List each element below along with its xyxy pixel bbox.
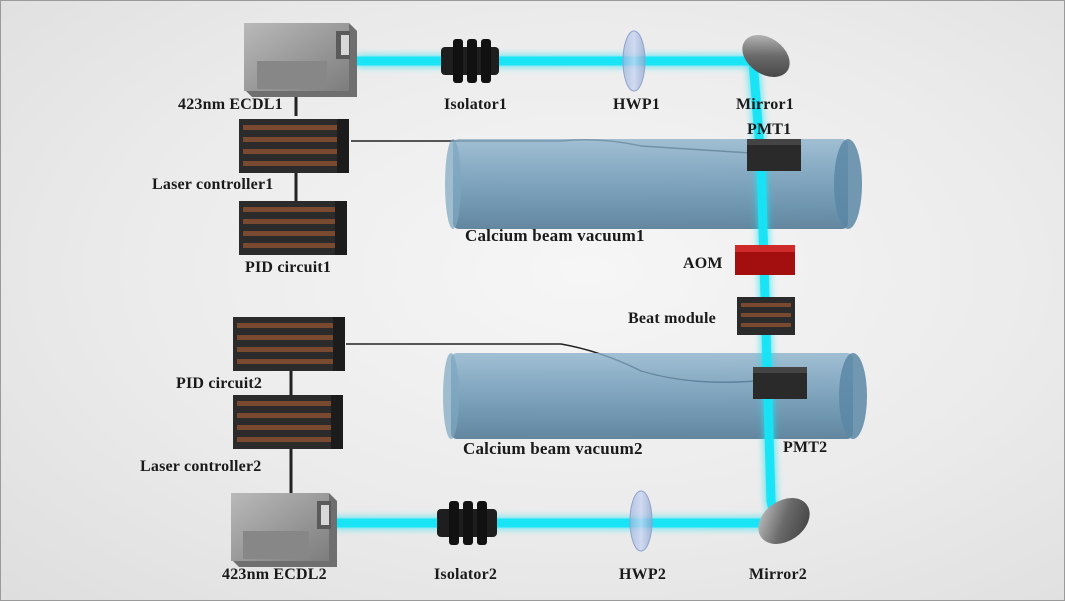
beat-module <box>737 297 795 335</box>
laser-controller-1-box <box>239 119 349 173</box>
label-pmt1: PMT1 <box>747 121 792 138</box>
label-laser-controller2: Laser controller2 <box>140 458 262 475</box>
pmt-1 <box>747 139 801 171</box>
label-pmt2: PMT2 <box>783 439 828 456</box>
label-hwp1: HWP1 <box>613 96 661 113</box>
label-isolator2: Isolator2 <box>434 566 498 583</box>
label-laser-controller1: Laser controller1 <box>152 176 274 193</box>
pid-circuit-2-box <box>233 317 345 371</box>
label-pid-circuit2: PID circuit2 <box>176 375 263 392</box>
mirror-1 <box>742 35 790 77</box>
hwp-1 <box>622 30 646 92</box>
pmt-2 <box>753 367 807 399</box>
label-aom: AOM <box>683 255 723 272</box>
laser-controller-2-box <box>233 395 343 449</box>
label-pid-circuit1: PID circuit1 <box>245 259 332 276</box>
label-beat-module: Beat module <box>628 310 716 327</box>
mirror-2 <box>758 498 810 544</box>
label-vacuum2: Calcium beam vacuum2 <box>463 439 643 458</box>
pid-circuit-1-box <box>239 201 347 255</box>
label-mirror2: Mirror2 <box>749 566 807 583</box>
label-hwp2: HWP2 <box>619 566 667 583</box>
label-isolator1: Isolator1 <box>444 96 508 113</box>
laser-ecdl1 <box>244 23 357 97</box>
label-vacuum1: Calcium beam vacuum1 <box>465 226 645 245</box>
vacuum-tube-2 <box>443 353 867 439</box>
label-mirror1: Mirror1 <box>736 96 794 113</box>
isolator-1 <box>441 39 499 83</box>
aom <box>735 245 795 275</box>
label-ecdl1: 423nm ECDL1 <box>178 96 283 113</box>
hwp-2 <box>629 490 653 552</box>
isolator-2 <box>437 501 497 545</box>
laser-ecdl2 <box>231 493 337 567</box>
label-ecdl2: 423nm ECDL2 <box>222 566 327 583</box>
